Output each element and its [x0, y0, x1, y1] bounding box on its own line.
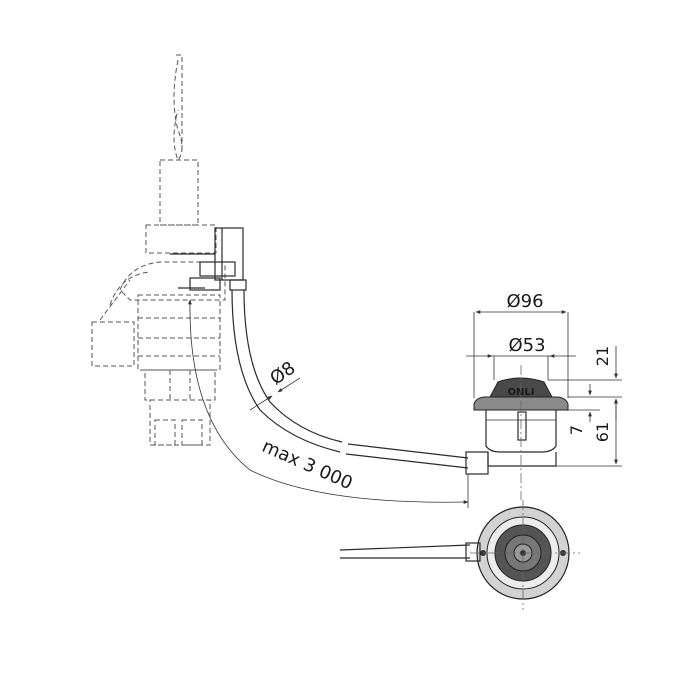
dimension-inner-diameter: Ø53: [466, 335, 576, 380]
dimension-outer-diameter: Ø96: [473, 291, 569, 398]
cable-actuator-bracket: [170, 227, 247, 291]
flush-valve-assembly: [91, 54, 226, 446]
inner-diameter-label: Ø53: [508, 335, 545, 356]
height-total-label: 61: [593, 422, 612, 442]
dimension-heights: 21 7 61: [548, 346, 622, 467]
outer-diameter-label: Ø96: [506, 291, 543, 312]
cable-length-label: max 3 000: [259, 436, 356, 494]
dimension-cable-length: max 3 000: [188, 299, 469, 508]
push-button-top-view: [339, 500, 580, 610]
cable-diameter-label: Ø8: [266, 358, 299, 390]
height-small-label: 7: [567, 425, 586, 435]
dimension-cable-diameter: Ø8: [249, 358, 301, 411]
height-top-label: 21: [593, 346, 612, 366]
push-button-side-view: ONLI: [473, 365, 569, 500]
